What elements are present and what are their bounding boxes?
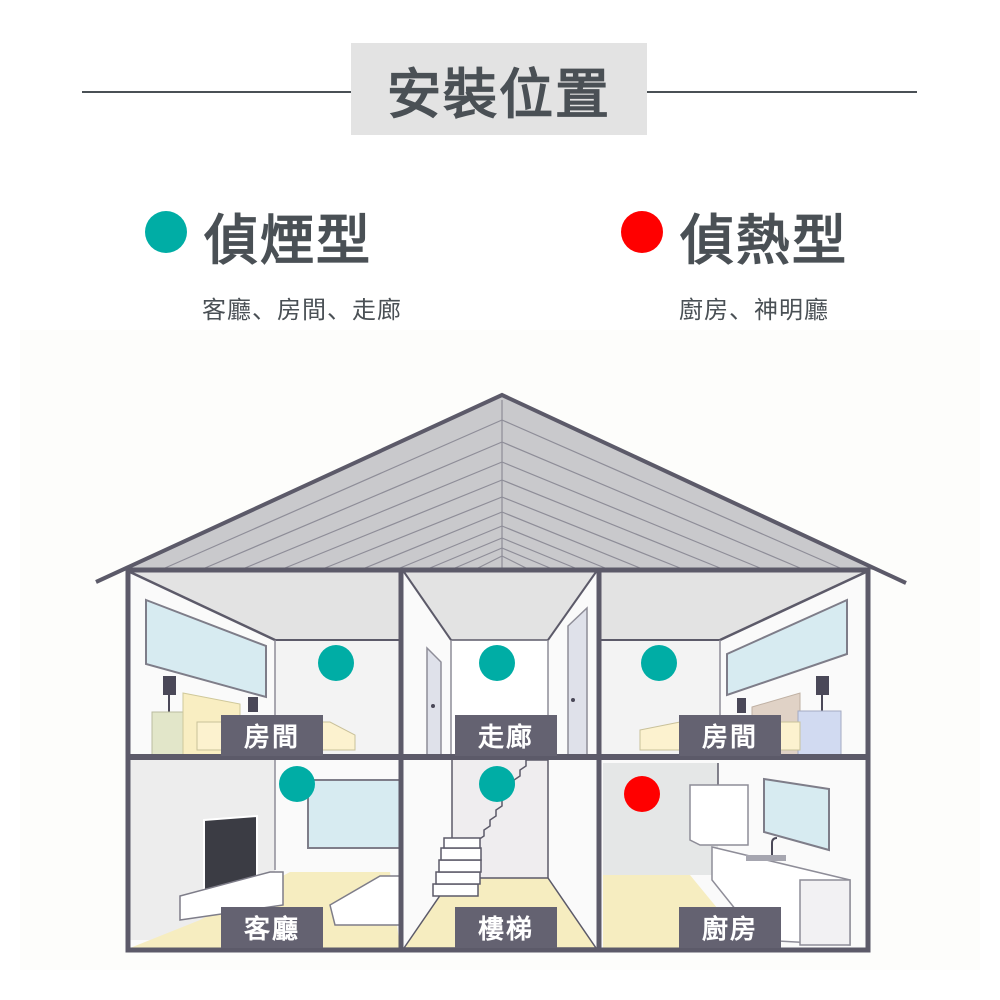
roof xyxy=(95,392,907,585)
header-rule-left xyxy=(82,91,351,93)
heat-detector-icon xyxy=(624,776,660,812)
room-hallway xyxy=(400,571,600,756)
room-label-bedroom-right: 房間 xyxy=(679,715,781,756)
room-label-stairs: 樓梯 xyxy=(455,907,557,948)
smoke-detector-dot-icon xyxy=(145,211,187,253)
header-rule-right xyxy=(647,91,917,93)
smoke-detector-icon xyxy=(279,766,315,802)
legend-heat-locations: 廚房、神明廳 xyxy=(679,296,829,324)
house-frame xyxy=(125,567,871,953)
legend-smoke-title: 偵煙型 xyxy=(204,209,372,272)
room-label-kitchen: 廚房 xyxy=(679,907,781,948)
smoke-detector-icon xyxy=(479,645,515,681)
page-title: 安裝位置 xyxy=(387,62,611,126)
title-banner: 安裝位置 xyxy=(351,43,647,135)
room-label-bedroom-left: 房間 xyxy=(221,715,323,756)
smoke-detector-icon xyxy=(318,645,354,681)
heat-detector-dot-icon xyxy=(621,211,663,253)
smoke-detector-icon xyxy=(641,645,677,681)
smoke-detector-icon xyxy=(479,766,515,802)
room-label-living-room: 客廳 xyxy=(221,907,323,948)
room-label-hallway: 走廊 xyxy=(455,715,557,756)
legend-heat-title: 偵熱型 xyxy=(680,209,848,272)
legend-smoke-locations: 客廳、房間、走廊 xyxy=(202,296,402,324)
